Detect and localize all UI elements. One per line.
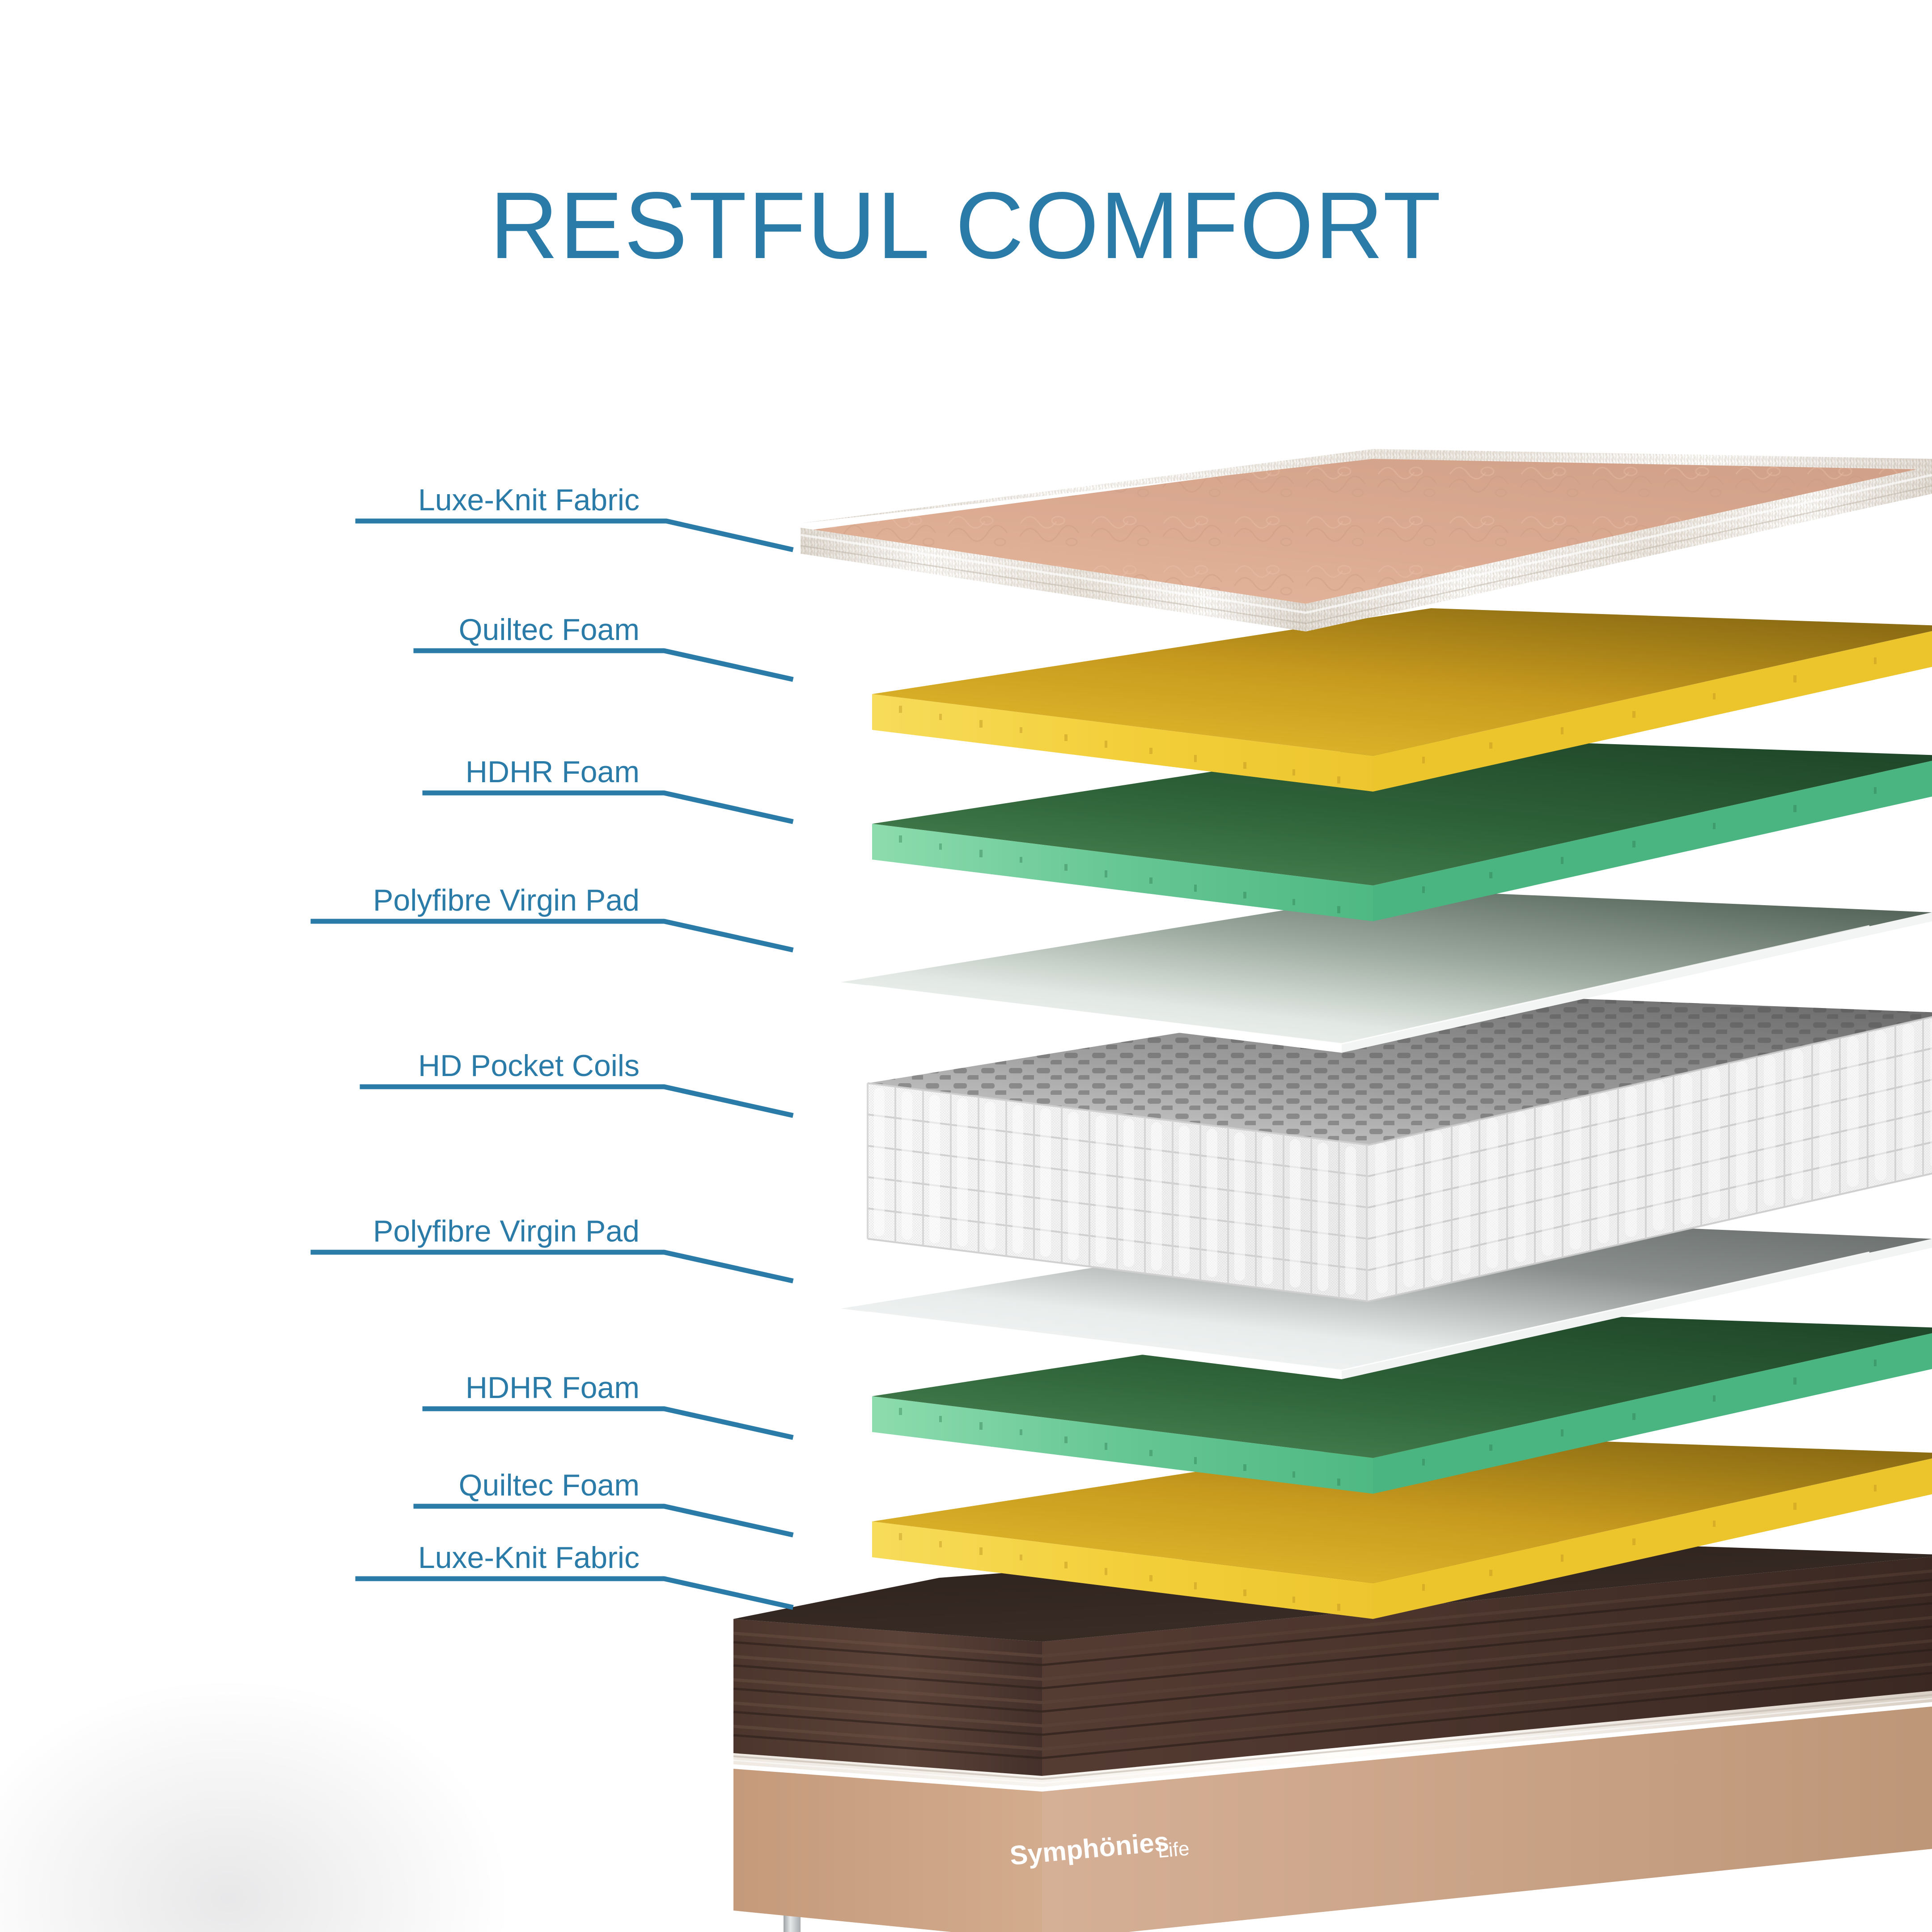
leader-hd-pocket-coils [360, 1084, 794, 1118]
hdhr-top-left-edge [872, 824, 1373, 921]
layer-luxe-knit-fabric-top [800, 449, 1932, 662]
base-quilt-highlights-left [733, 1631, 1042, 1751]
label-luxe-knit-fabric-bottom: Luxe-Knit Fabric [418, 1541, 640, 1575]
polyfibre-top-sheen [867, 925, 1870, 1045]
hdhr-top-foam-texture [899, 787, 1877, 913]
leader-luxe-knit-fabric-top [355, 518, 794, 552]
quiltec-top-top-face [872, 608, 1932, 756]
hdhr-bottom-right-edge [1373, 1333, 1932, 1494]
quiltec-bottom-top-face [872, 1436, 1932, 1583]
polyfibre-top-right-edge [1342, 912, 1932, 1053]
polyfibre-top-left-edge [841, 982, 1342, 1053]
base-quilt-highlights-right [1042, 1569, 1932, 1751]
quiltec-bottom-foam-texture [899, 1485, 1877, 1611]
layer-polyfibre-pad-top [841, 890, 1932, 1069]
base-quilt-ribs-right [1042, 1579, 1932, 1759]
fabric-trim-sparkle [800, 474, 1932, 624]
leader-hdhr-foam-bottom [422, 1406, 794, 1440]
leader-quiltec-foam-bottom [413, 1504, 794, 1538]
hdhr-bottom-foam-texture [899, 1360, 1877, 1486]
layer-hd-pocket-coils [867, 988, 1932, 1413]
leader-luxe-knit-fabric-bottom [355, 1576, 794, 1610]
label-hdhr-foam-top: HDHR Foam [465, 755, 640, 789]
page-title: RESTFUL COMFORT [490, 172, 1442, 278]
quiltec-top-left-edge [872, 694, 1373, 792]
polyfibre-top-top-face [841, 890, 1932, 1044]
leader-hdhr-foam-top [422, 790, 794, 824]
polyfibre-bottom-sheen [867, 1251, 1870, 1371]
layer-quiltec-foam-top [872, 608, 1932, 814]
label-luxe-knit-fabric-top: Luxe-Knit Fabric [418, 483, 640, 517]
label-hd-pocket-coils: HD Pocket Coils [418, 1049, 640, 1083]
leader-polyfibre-pad-bottom [310, 1250, 794, 1284]
quiltec-bottom-right-edge [1373, 1458, 1932, 1619]
hdhr-bottom-top-face [872, 1310, 1932, 1458]
hdhr-top-top-face [872, 738, 1932, 886]
foundation-left-face [733, 1769, 1042, 1932]
coils-top-pattern [868, 993, 1932, 1145]
layer-quiltec-foam-bottom [872, 1436, 1932, 1641]
polyfibre-bottom-left-edge [841, 1309, 1342, 1379]
coils-right-face [1368, 1016, 1932, 1302]
coils-left-face [867, 1082, 1369, 1302]
polyfibre-bottom-right-edge [1342, 1239, 1932, 1379]
quiltec-top-foam-texture [899, 657, 1877, 784]
quiltec-bottom-left-edge [872, 1521, 1373, 1619]
label-quiltec-foam-bottom: Quiltec Foam [458, 1468, 640, 1502]
hdhr-bottom-left-edge [872, 1396, 1373, 1494]
piping-texture [733, 1694, 1932, 1784]
layer-hdhr-foam-top [872, 738, 1932, 944]
label-polyfibre-pad-bottom: Polyfibre Virgin Pad [373, 1214, 640, 1248]
label-hdhr-foam-bottom: HDHR Foam [465, 1371, 640, 1405]
label-quiltec-foam-top: Quiltec Foam [458, 613, 640, 647]
leader-quiltec-foam-top [413, 648, 794, 682]
quiltec-top-right-edge [1373, 631, 1932, 792]
layer-hdhr-foam-bottom [872, 1310, 1932, 1516]
base-quilt-ribs-left [733, 1641, 1042, 1759]
foundation-right-face [1042, 1706, 1932, 1932]
fabric-damask-pattern [801, 456, 1932, 604]
hdhr-top-right-edge [1373, 761, 1932, 921]
leader-polyfibre-pad-top [310, 919, 794, 953]
base-box-right-face [1042, 1556, 1932, 1776]
brand-logo-suffix: Life [1157, 1838, 1190, 1862]
label-polyfibre-pad-top: Polyfibre Virgin Pad [373, 883, 640, 917]
